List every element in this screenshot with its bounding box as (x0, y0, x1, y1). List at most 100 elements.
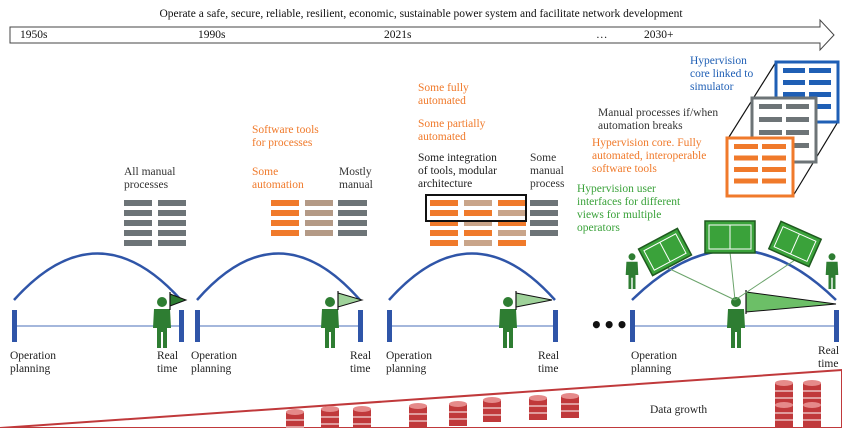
process-arcs (12, 248, 839, 342)
modular-architecture-box (425, 194, 527, 222)
person-head (157, 297, 167, 307)
data-growth-wedge (0, 368, 842, 428)
process-block (498, 230, 526, 236)
planning-bar (630, 310, 635, 342)
db-body (803, 383, 821, 405)
person-head (628, 253, 636, 261)
process-block (338, 210, 366, 216)
database-icon (775, 380, 793, 405)
core-bar (734, 178, 758, 184)
core-bar (762, 155, 786, 161)
operators (153, 253, 839, 348)
era-ellipsis: … (596, 29, 608, 41)
core-bar (786, 143, 809, 148)
db-top (449, 401, 467, 407)
process-block (530, 230, 558, 236)
process-block (498, 200, 526, 206)
db-body (353, 409, 371, 428)
core-bar (809, 80, 831, 85)
database-icon (321, 406, 339, 428)
era-2021s: 2021s (384, 29, 412, 41)
db-body (775, 405, 793, 427)
operator-icon (499, 297, 517, 348)
core-bar (783, 92, 805, 97)
core-bar (786, 104, 809, 109)
database-icon (449, 401, 467, 426)
database-icon (529, 395, 547, 420)
process-block (464, 210, 492, 216)
core-bar (786, 117, 809, 122)
process-block (158, 230, 186, 236)
process-block (464, 220, 492, 226)
process-block (124, 220, 152, 226)
db-top (483, 397, 501, 403)
person-body (321, 309, 339, 348)
ui-screen (767, 220, 823, 268)
core-bar (809, 92, 831, 97)
person-body (625, 261, 639, 289)
screen-divider (659, 242, 671, 262)
db-body (775, 383, 793, 405)
database-icon (286, 409, 304, 428)
ui-screens (637, 220, 823, 301)
process-block (430, 230, 458, 236)
database-icon (803, 380, 821, 405)
person-head (828, 253, 836, 261)
horizon-flag (745, 291, 837, 313)
db-body (561, 396, 579, 418)
continuation-dots: ••• (590, 313, 629, 337)
db-top (775, 380, 793, 386)
db-body (449, 404, 467, 426)
person-body (825, 261, 839, 289)
person-body (499, 309, 517, 348)
process-block (530, 210, 558, 216)
core-bar (762, 178, 786, 184)
process-block (338, 230, 366, 236)
era-1990s: 1990s (198, 29, 226, 41)
process-block (271, 220, 299, 226)
person-body (727, 309, 745, 348)
core-bar (809, 104, 831, 109)
planning-bar (12, 310, 17, 342)
operator-icon (153, 297, 171, 348)
core-bar (762, 144, 786, 149)
screen-pane (773, 225, 817, 263)
realtime-bar (179, 310, 184, 342)
planning-bar (387, 310, 392, 342)
process-block (158, 210, 186, 216)
core-bar (734, 155, 758, 161)
core-bar (759, 130, 782, 135)
database-icon (409, 403, 427, 428)
db-top (409, 403, 427, 409)
process-block (305, 200, 333, 206)
screen-divider (790, 233, 800, 255)
db-top (321, 406, 339, 412)
process-arc (196, 252, 361, 301)
process-arc (388, 252, 556, 301)
process-block (271, 210, 299, 216)
db-top (286, 409, 304, 415)
person-body (153, 309, 171, 348)
process-block (305, 210, 333, 216)
process-block (271, 230, 299, 236)
core-bar (786, 130, 809, 135)
database-icon (775, 402, 793, 427)
process-block (430, 240, 458, 246)
process-blocks (124, 194, 558, 246)
process-block (464, 240, 492, 246)
process-block (498, 210, 526, 216)
database-icon (803, 402, 821, 427)
db-top (561, 393, 579, 399)
process-block (464, 230, 492, 236)
process-block (124, 210, 152, 216)
